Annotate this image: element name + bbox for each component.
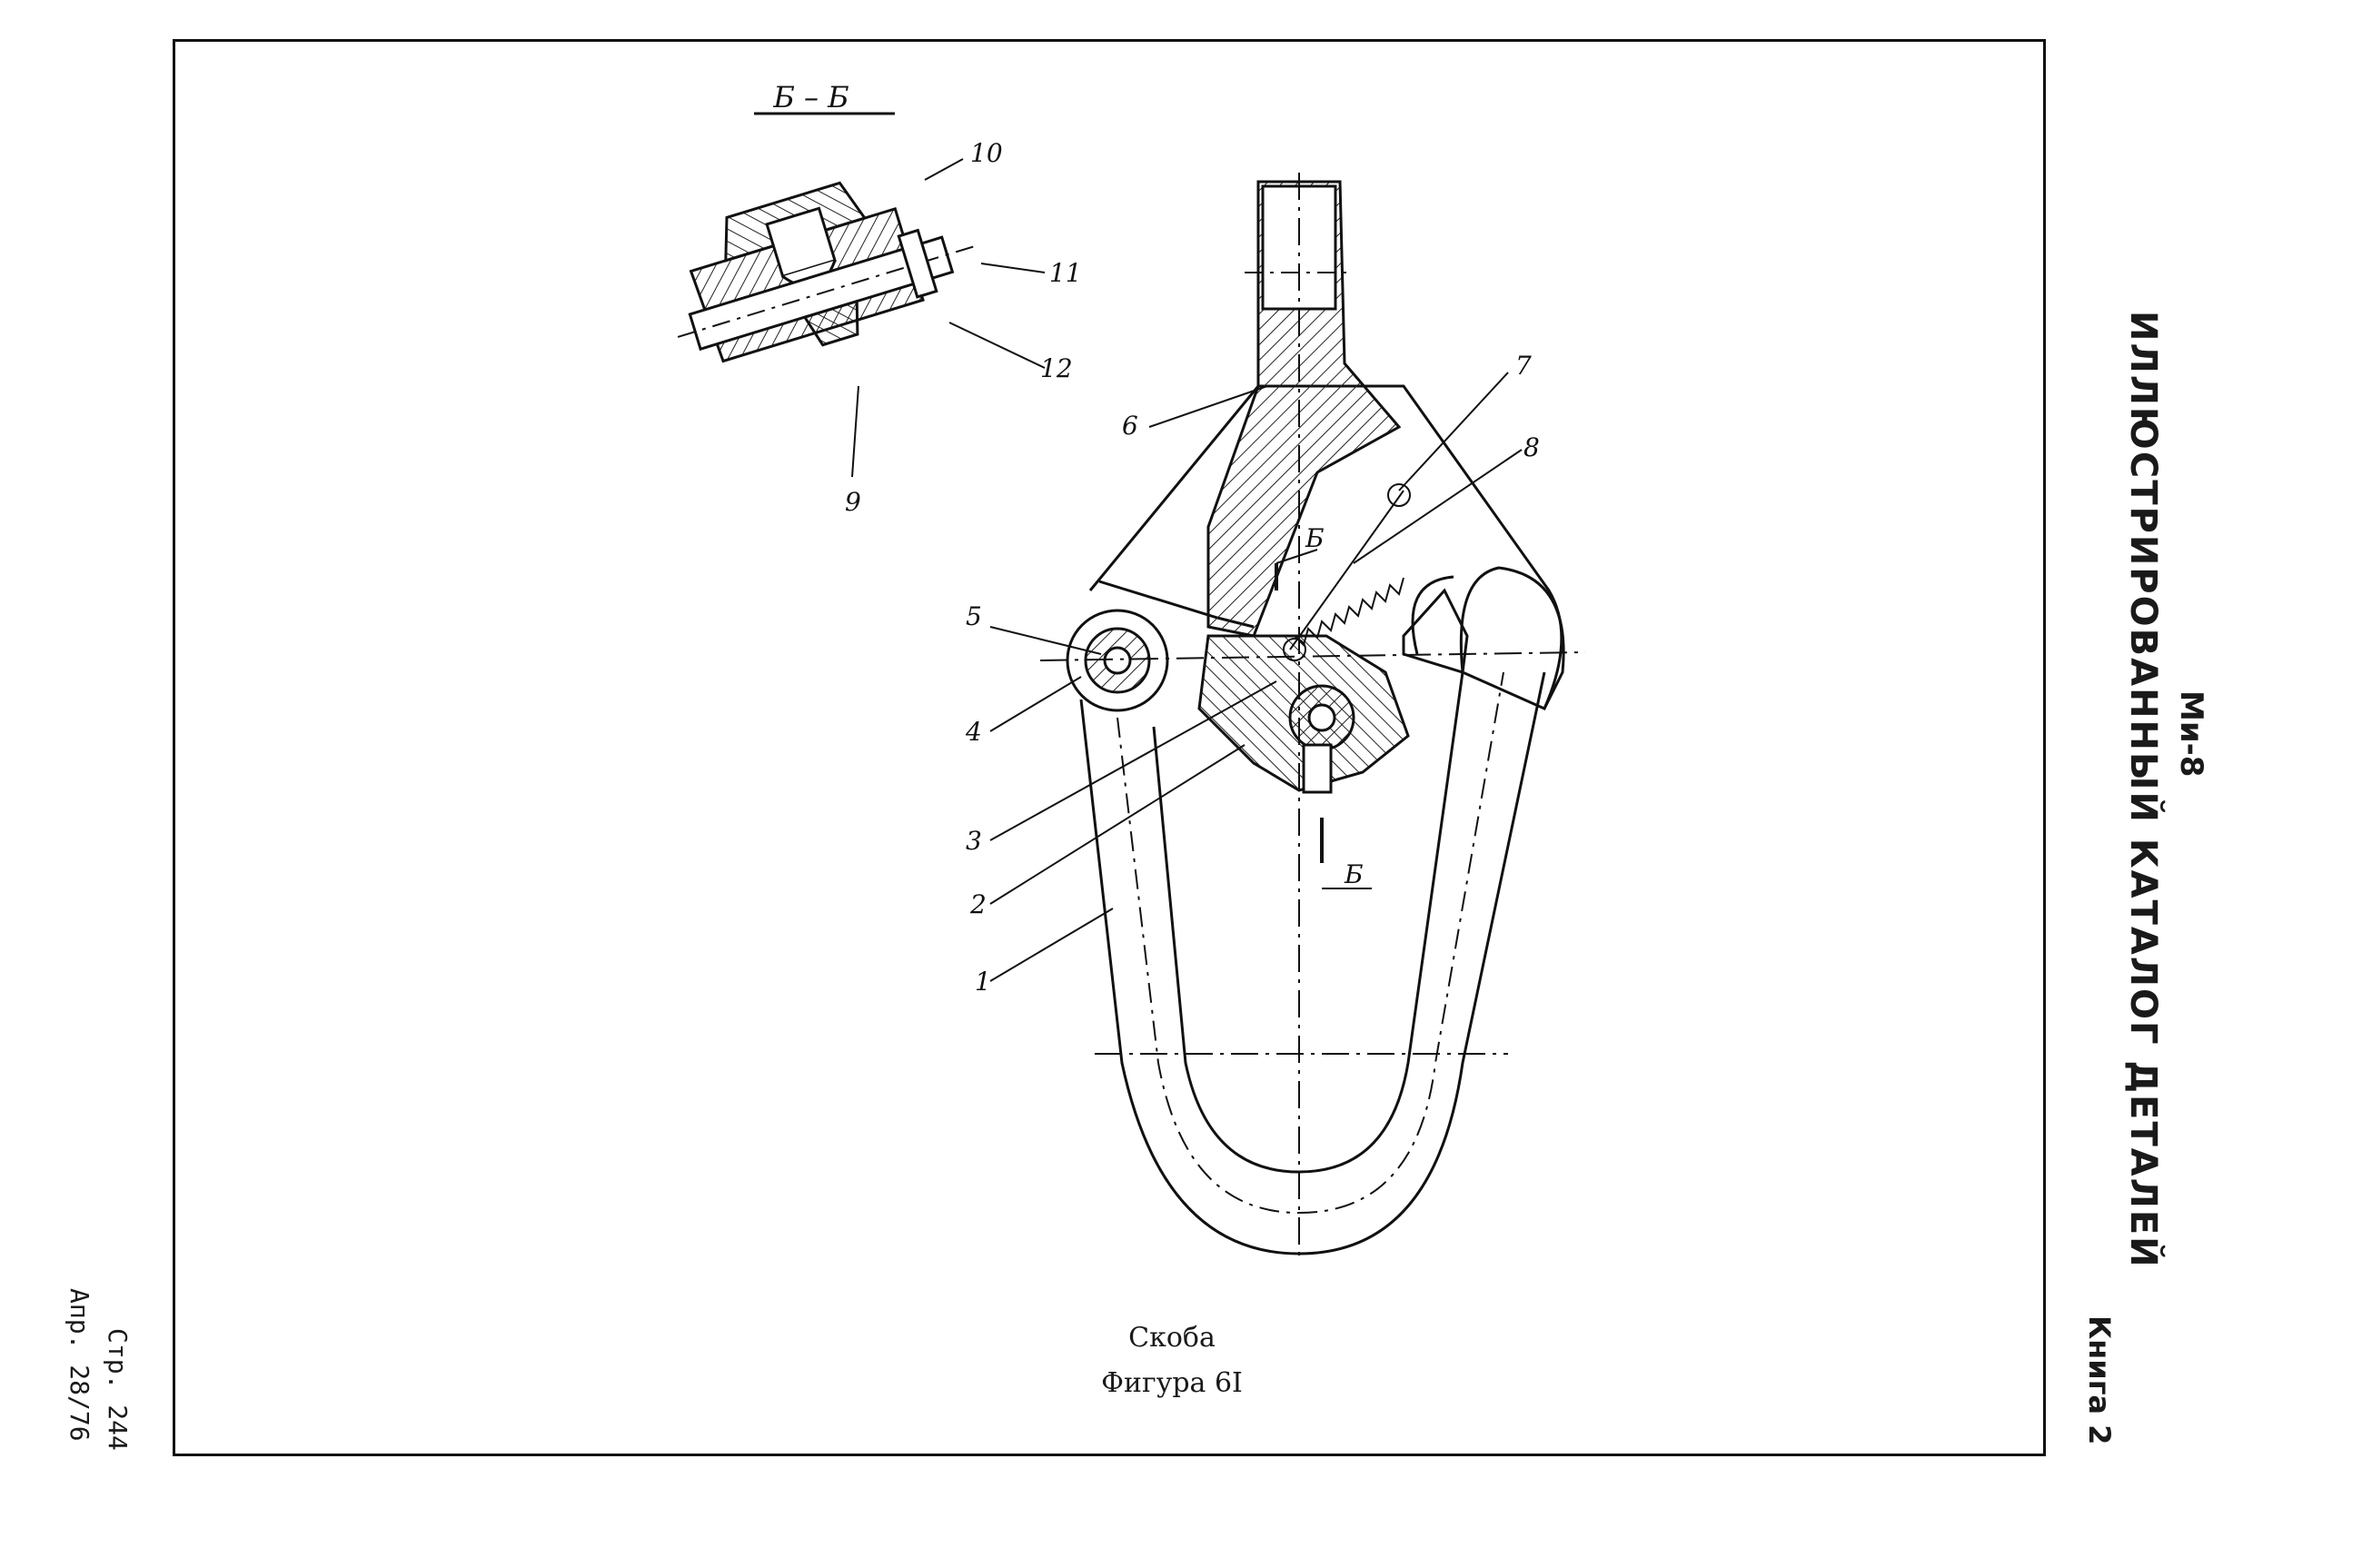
callout-11: 11 bbox=[1049, 258, 1082, 288]
callout-6: 6 bbox=[1122, 411, 1138, 441]
eye-shank bbox=[1206, 180, 1402, 638]
callout-8: 8 bbox=[1523, 432, 1540, 462]
section-arrow-bottom: Б bbox=[1344, 859, 1364, 889]
callout-7: 7 bbox=[1515, 351, 1532, 381]
callout-9: 9 bbox=[845, 487, 861, 517]
shackle-main bbox=[1039, 173, 1586, 1263]
section-label: Б – Б bbox=[772, 80, 849, 114]
callout-3: 3 bbox=[966, 826, 982, 856]
callout-2: 2 bbox=[969, 889, 987, 919]
callout-12: 12 bbox=[1040, 353, 1073, 383]
drawing-frame bbox=[173, 39, 2046, 1456]
figure-name: Скоба bbox=[1128, 1322, 1216, 1354]
callout-5: 5 bbox=[966, 601, 982, 631]
callout-1: 1 bbox=[975, 967, 991, 997]
section-view-bb: Б – Б bbox=[677, 80, 1046, 478]
section-arrow-top: Б bbox=[1305, 523, 1325, 553]
hook-body bbox=[1088, 384, 1563, 710]
spring bbox=[1289, 490, 1404, 650]
callout-4: 4 bbox=[965, 717, 982, 747]
figure-number: Фигура 6I bbox=[1101, 1367, 1243, 1399]
callout-10: 10 bbox=[970, 138, 1003, 168]
